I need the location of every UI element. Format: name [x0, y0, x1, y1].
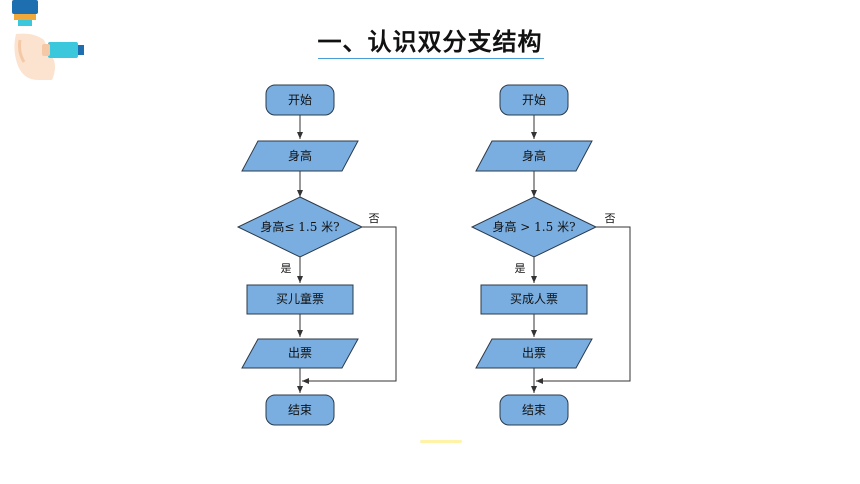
right-start-node [499, 84, 569, 116]
left-start-node [265, 84, 335, 116]
right-no-label: 否 [605, 212, 616, 225]
left-decision-node [236, 196, 364, 258]
left-process-label: 买儿童票 [276, 291, 324, 306]
decorative-highlight-line [420, 440, 462, 443]
left-edge-no [302, 226, 397, 384]
left-output-node [241, 338, 359, 369]
left-process-node [246, 284, 354, 315]
right-decision-node [470, 196, 598, 258]
left-input-label: 身高 [288, 148, 312, 163]
left-input-node [241, 140, 359, 172]
left-flowchart: 开始 身高 身高≤ 1.5 米? 买儿童票 出票 结束 是 否 [236, 84, 397, 426]
right-process-node [480, 284, 588, 315]
left-start-label: 开始 [288, 93, 312, 107]
left-output-label: 出票 [288, 346, 312, 360]
title-underline [318, 58, 544, 59]
right-edge-no [536, 226, 631, 384]
right-end-node [499, 394, 569, 426]
right-output-node [475, 338, 593, 369]
left-end-node [265, 394, 335, 426]
right-start-label: 开始 [522, 93, 546, 107]
right-flowchart: 开始 身高 身高 > 1.5 米? 买成人票 出票 结束 是 否 [470, 84, 631, 426]
right-input-node [475, 140, 593, 172]
left-yes-label: 是 [281, 262, 292, 275]
left-decision-label: 身高≤ 1.5 米? [260, 219, 339, 234]
left-no-label: 否 [369, 212, 380, 225]
left-end-label: 结束 [288, 403, 312, 417]
right-end-label: 结束 [522, 403, 546, 417]
right-decision-label: 身高 > 1.5 米? [492, 219, 575, 234]
right-process-label: 买成人票 [510, 292, 558, 306]
right-input-label: 身高 [522, 148, 546, 163]
hand-holding-usb-icon [12, 0, 84, 80]
right-yes-label: 是 [515, 262, 526, 275]
page-title: 一、认识双分支结构 [317, 28, 543, 56]
right-output-label: 出票 [522, 346, 546, 360]
